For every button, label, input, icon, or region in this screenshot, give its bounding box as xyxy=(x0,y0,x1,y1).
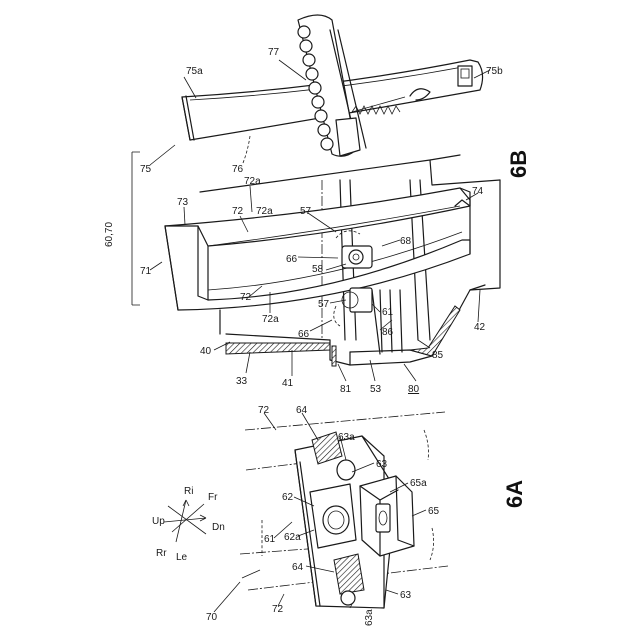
label-66-top: 66 xyxy=(286,254,298,265)
label-75b: 75b xyxy=(486,66,503,77)
label-6a-63-top: 63 xyxy=(376,459,388,470)
label-53: 53 xyxy=(370,384,382,395)
label-72-top: 72 xyxy=(232,206,244,217)
label-72a-low: 72a xyxy=(262,314,279,325)
compass-dn: Dn xyxy=(212,522,225,533)
label-61: 61 xyxy=(382,307,394,318)
label-6a-63-low: 63 xyxy=(400,590,412,601)
label-85: 85 xyxy=(432,350,444,361)
label-6a-72-top: 72 xyxy=(258,405,270,416)
label-6a-64-low: 64 xyxy=(292,562,304,573)
label-77: 77 xyxy=(268,47,280,58)
label-68: 68 xyxy=(400,236,412,247)
label-6a-72-low: 72 xyxy=(272,604,284,615)
figure-6a-drawing xyxy=(150,262,448,612)
label-60-70: 60,70 xyxy=(104,222,115,247)
label-40: 40 xyxy=(200,346,212,357)
label-71: 71 xyxy=(140,266,152,277)
label-80: 80 xyxy=(408,384,420,395)
label-72a-top: 72a xyxy=(244,176,261,187)
label-6a-64-top: 64 xyxy=(296,405,308,416)
compass-up: Up xyxy=(152,516,165,527)
label-73: 73 xyxy=(177,197,189,208)
label-6a-70: 70 xyxy=(206,612,218,623)
label-33: 33 xyxy=(236,376,248,387)
label-74: 74 xyxy=(472,186,484,197)
direction-compass xyxy=(164,500,206,542)
label-72a-mid: 72a xyxy=(256,206,273,217)
label-41: 41 xyxy=(282,378,294,389)
label-75: 75 xyxy=(140,164,152,175)
label-6a-65a: 65a xyxy=(410,478,427,489)
label-42: 42 xyxy=(474,322,486,333)
label-58: 58 xyxy=(312,264,324,275)
label-66-low: 66 xyxy=(298,329,310,340)
compass-le: Le xyxy=(176,552,188,563)
label-86: 86 xyxy=(382,327,394,338)
label-6a-63a-top: 63a xyxy=(338,432,355,443)
label-6a-62: 62 xyxy=(282,492,294,503)
label-6a-65: 65 xyxy=(428,506,440,517)
label-76: 76 xyxy=(232,164,244,175)
compass-ri: Ri xyxy=(184,486,193,497)
label-6a-61: 61 xyxy=(264,534,276,545)
compass-rr: Rr xyxy=(156,548,167,559)
figure-title-6b: 6B xyxy=(506,150,531,178)
label-72-low: 72 xyxy=(240,292,252,303)
label-75a: 75a xyxy=(186,66,203,77)
compass-fr: Fr xyxy=(208,492,218,503)
label-57-top: 57 xyxy=(300,206,312,217)
arrow-70 xyxy=(242,570,260,578)
clip-65 xyxy=(360,476,414,556)
arrow-71 xyxy=(150,262,162,270)
label-57-low: 57 xyxy=(318,299,330,310)
label-6a-63a-low: 63a xyxy=(364,609,375,626)
figure-title-6a: 6A xyxy=(502,480,527,508)
label-6a-62a: 62a xyxy=(284,532,301,543)
label-81: 81 xyxy=(340,384,352,395)
